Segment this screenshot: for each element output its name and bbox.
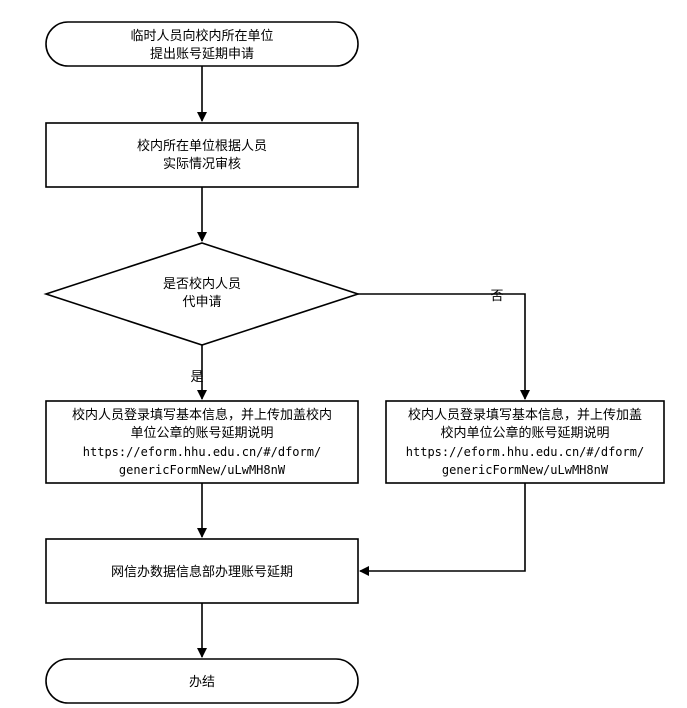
yes-branch-url-line-2: genericFormNew/uLwMH8nW [119,463,286,477]
decision-node: 是否校内人员 代申请 [43,242,361,346]
yes-branch-line-1: 校内人员登录填写基本信息，并上传加盖校内 [72,407,332,423]
review-node: 校内所在单位根据人员 实际情况审核 [45,122,359,188]
yes-branch-line-2: 单位公章的账号延期说明 [130,425,273,441]
process-node-line-1: 网信办数据信息部办理账号延期 [111,564,293,580]
start-node-line-2: 提出账号延期申请 [150,46,254,62]
edge-label-no: 否 [490,289,503,304]
no-branch-line-1: 校内人员登录填写基本信息，并上传加盖 [408,407,642,423]
no-branch-url-line-1: https://eform.hhu.edu.cn/#/dform/ [406,445,644,459]
end-node: 办结 [45,658,359,704]
yes-branch-url-line-1: https://eform.hhu.edu.cn/#/dform/ [83,445,321,459]
no-branch-line-2: 校内单位公章的账号延期说明 [440,425,609,441]
end-node-line-1: 办结 [189,675,215,690]
review-node-line-1: 校内所在单位根据人员 [137,138,267,154]
start-node-line-1: 临时人员向校内所在单位 [130,28,273,44]
decision-node-line-2: 代申请 [182,295,221,310]
edge-decision-no [358,293,530,400]
start-node: 临时人员向校内所在单位 提出账号延期申请 [45,21,359,67]
review-node-line-2: 实际情况审核 [163,157,241,172]
edge-label-yes: 是 [190,370,203,385]
no-branch-url-line-2: genericFormNew/uLwMH8nW [442,463,609,477]
edge-no-to-process [359,483,526,576]
process-node: 网信办数据信息部办理账号延期 [45,538,359,604]
decision-node-line-1: 是否校内人员 [163,276,241,292]
no-branch-node: 校内人员登录填写基本信息，并上传加盖 校内单位公章的账号延期说明 https:/… [385,400,665,484]
yes-branch-node: 校内人员登录填写基本信息，并上传加盖校内 单位公章的账号延期说明 https:/… [45,400,359,484]
